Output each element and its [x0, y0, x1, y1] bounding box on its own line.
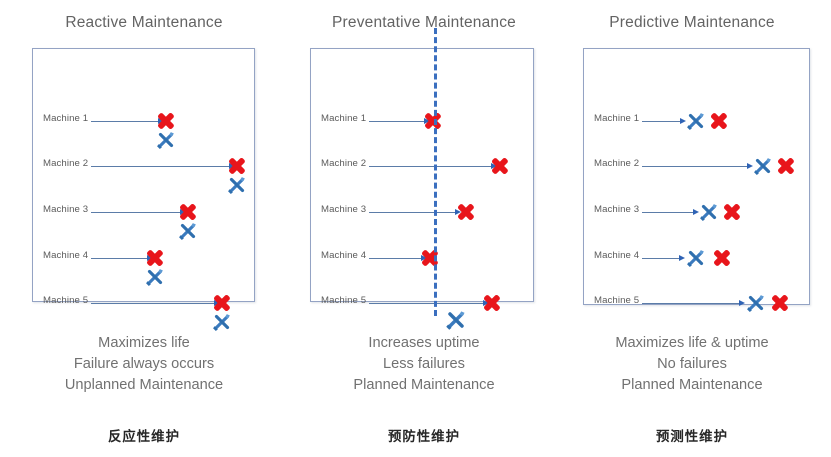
- red-x-icon: [777, 157, 795, 175]
- caption-chinese-reactive: 反应性维护: [108, 429, 180, 444]
- timeline-line: [91, 121, 158, 122]
- arrow-head-icon: [747, 162, 753, 169]
- panel-title-preventative: Preventative Maintenance: [331, 14, 517, 31]
- crossed-tools-icon: [752, 155, 774, 177]
- machine-label: Machine 5: [321, 295, 367, 306]
- red-x-icon: [157, 112, 175, 130]
- timeline-line: [642, 258, 679, 259]
- timeline-line: [642, 166, 747, 167]
- red-x-icon: [146, 249, 164, 267]
- timeline-line: [642, 212, 693, 213]
- machine-label: Machine 5: [43, 295, 89, 306]
- red-x-icon: [228, 157, 246, 175]
- arrow-head-icon: [739, 299, 745, 306]
- crossed-tools-icon: [177, 220, 199, 242]
- arrow-head-icon: [679, 254, 685, 261]
- red-x-icon: [179, 203, 197, 221]
- crossed-tools-icon: [155, 129, 177, 151]
- caption-preventative: Increases uptime Less failures Planned M…: [288, 333, 560, 396]
- caption-line: Increases uptime: [368, 335, 480, 351]
- caption-chinese-preventative: 预防性维护: [388, 429, 460, 444]
- timeline-line: [91, 258, 147, 259]
- machine-label: Machine 1: [594, 113, 640, 124]
- caption-predictive: Maximizes life & uptime No failures Plan…: [563, 333, 821, 396]
- red-x-icon: [723, 203, 741, 221]
- scheduled-maintenance-dashed-line: [434, 28, 437, 316]
- red-x-icon: [424, 112, 442, 130]
- timeline-line: [91, 212, 180, 213]
- crossed-tools-icon: [698, 201, 720, 223]
- timeline-line: [369, 121, 424, 122]
- machine-label: Machine 4: [43, 250, 89, 261]
- crossed-tools-icon: [211, 311, 233, 333]
- caption-reactive: Maximizes life Failure always occurs Unp…: [8, 333, 280, 396]
- machine-label: Machine 1: [43, 113, 89, 124]
- machine-label: Machine 5: [594, 295, 640, 306]
- timeline-line: [369, 258, 421, 259]
- caption-line: Maximizes life: [98, 335, 190, 351]
- machine-label: Machine 2: [594, 158, 640, 169]
- machine-label: Machine 1: [321, 113, 367, 124]
- panel-title-reactive: Reactive Maintenance: [65, 14, 223, 31]
- machine-label: Machine 3: [321, 204, 367, 215]
- crossed-tools-icon: [144, 266, 166, 288]
- caption-line: Maximizes life & uptime: [615, 335, 769, 351]
- crossed-tools-icon: [444, 308, 468, 332]
- timeline-line: [369, 166, 491, 167]
- red-x-icon: [710, 112, 728, 130]
- red-x-icon: [491, 157, 509, 175]
- caption-line: Unplanned Maintenance: [64, 377, 224, 393]
- timeline-line: [642, 121, 680, 122]
- red-x-icon: [771, 294, 789, 312]
- timeline-line: [369, 303, 483, 304]
- panel-title-predictive: Predictive Maintenance: [609, 14, 775, 31]
- timeline-box-preventative: Machine 1 Machine 2 Machine 3 Machine 4 Mach…: [310, 48, 534, 306]
- caption-line: Planned Maintenance: [621, 377, 763, 393]
- caption-line: Failure always occurs: [73, 356, 215, 372]
- crossed-tools-icon: [745, 292, 767, 314]
- crossed-tools-icon: [685, 247, 707, 269]
- machine-label: Machine 3: [43, 204, 89, 215]
- timeline-line: [91, 303, 214, 304]
- machine-label: Machine 3: [594, 204, 640, 215]
- timeline-box-reactive: Machine 1 Machine 2 Machine 3 Machine 4 Mach…: [32, 48, 255, 331]
- machine-label: Machine 2: [321, 158, 367, 169]
- timeline-box-predictive: Machine 1 Machine 2 Machine 3 Machine 4 Mach…: [583, 48, 810, 312]
- red-x-icon: [213, 294, 231, 312]
- arrow-head-icon: [693, 208, 699, 215]
- timeline-line: [642, 303, 739, 304]
- caption-line: Planned Maintenance: [353, 377, 495, 393]
- machine-label: Machine 4: [594, 250, 640, 261]
- red-x-icon: [713, 249, 731, 267]
- machine-label: Machine 2: [43, 158, 89, 169]
- arrow-head-icon: [680, 117, 686, 124]
- caption-chinese-predictive: 预测性维护: [656, 429, 728, 444]
- red-x-icon: [457, 203, 475, 221]
- machine-label: Machine 4: [321, 250, 367, 261]
- caption-line: Less failures: [383, 356, 465, 372]
- timeline-line: [91, 166, 229, 167]
- red-x-icon: [483, 294, 501, 312]
- crossed-tools-icon: [685, 110, 707, 132]
- caption-line: No failures: [657, 356, 727, 372]
- timeline-line: [369, 212, 455, 213]
- crossed-tools-icon: [226, 174, 248, 196]
